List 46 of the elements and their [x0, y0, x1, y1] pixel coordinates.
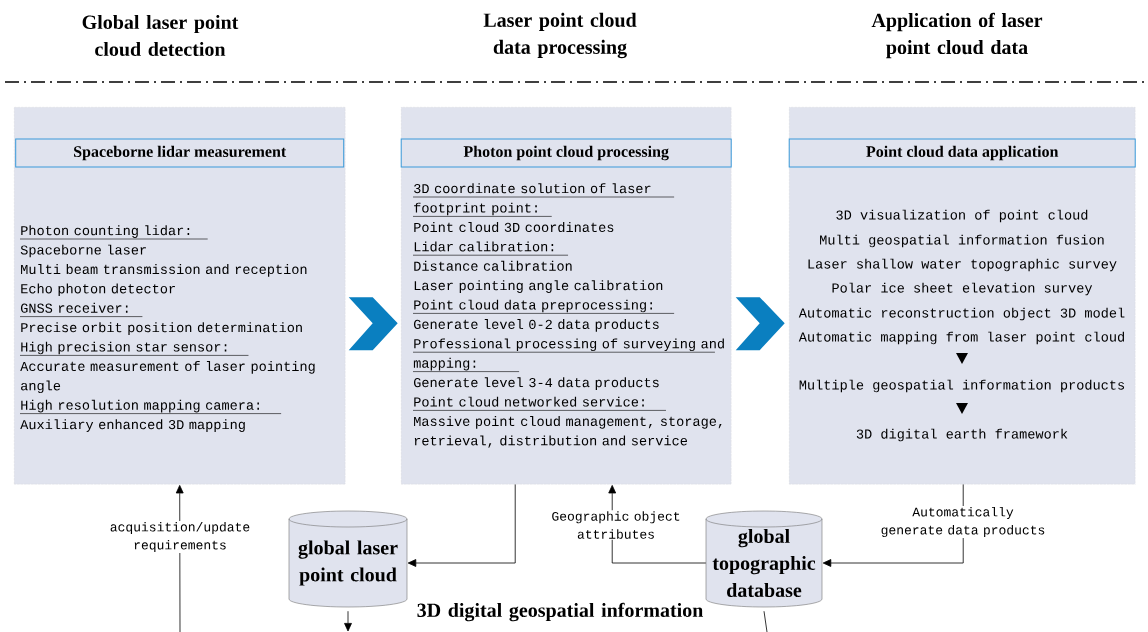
subheading: High resolution mapping camera:	[19, 399, 282, 414]
column-heading: 3D digital geospatial information	[417, 602, 704, 622]
subheading: High precision star sensor:	[19, 341, 249, 356]
subheading: Photon counting lidar:	[19, 225, 208, 240]
arrow	[407, 484, 516, 567]
list-item: Generate level 0-2 data products	[413, 319, 659, 332]
edge-label: Geographic object attributes	[543, 510, 689, 540]
edge-label: acquisition/update requirements	[103, 520, 257, 554]
subheading: Point cloud data preprocessing:	[412, 299, 675, 314]
list-item: Laser pointing angle calibration	[414, 280, 663, 293]
column-heading: Global laser point cloud detection	[82, 14, 239, 57]
column-heading: Application of laser point cloud data	[871, 12, 1043, 59]
list-item: Automatic mapping from laser point cloud	[798, 331, 1124, 345]
list-item: Precise orbit position determination	[21, 322, 302, 335]
list-item: Multi beam transmission and reception	[21, 264, 307, 277]
list-item: Laser shallow water topographic survey	[808, 258, 1117, 272]
list-item: Point cloud 3D coordinates	[414, 222, 614, 233]
edge-label: Automatically generate data products	[871, 505, 1055, 539]
list-item: Distance calibration	[414, 260, 572, 271]
heading-box: Photon point cloud processing	[400, 138, 732, 168]
column-heading: Laser point cloud data processing	[483, 12, 637, 59]
subheading: Lidar calibration:	[412, 241, 569, 256]
list-item: 3D digital earth framework	[856, 428, 1068, 442]
subheading: GNSS receiver:	[19, 302, 143, 317]
list-item: Polar ice sheet elevation survey	[832, 282, 1093, 296]
subheading: Point cloud networked service:	[412, 396, 667, 411]
list-item: Multiple geospatial information products	[799, 379, 1125, 393]
list-item: Generate level 3-4 data products	[413, 377, 659, 390]
list-item: 3D visualization of point cloud	[836, 209, 1088, 223]
list-item: Spaceborne laser	[20, 244, 146, 258]
list-item: Accurate measurement of laser pointing angle	[20, 361, 315, 394]
heading-box: Point cloud data application	[788, 138, 1136, 168]
heading-box: Spaceborne lidar measurement	[15, 138, 345, 168]
subheading: 3D coordinate solution of laser footprint point:	[412, 183, 675, 217]
database-cylinder: global laser point cloud	[288, 510, 408, 608]
list-item: Automatic reconstruction object 3D model	[798, 307, 1125, 321]
connector-line	[763, 610, 768, 632]
arrow	[344, 610, 352, 632]
subheading: Professional processing of surveying and mapping:	[412, 338, 724, 372]
list-item: Echo photon detector	[21, 283, 175, 297]
list-item: Massive point cloud management, storage, retrieval, distribution and service	[414, 416, 722, 448]
list-item: Auxiliary enhanced 3D mapping	[20, 419, 245, 432]
list-item: Multi geospatial information fusion	[820, 234, 1104, 248]
database-cylinder: global topographic database	[705, 510, 823, 608]
chevron-arrow	[735, 297, 785, 351]
chevron-arrow	[348, 297, 398, 351]
